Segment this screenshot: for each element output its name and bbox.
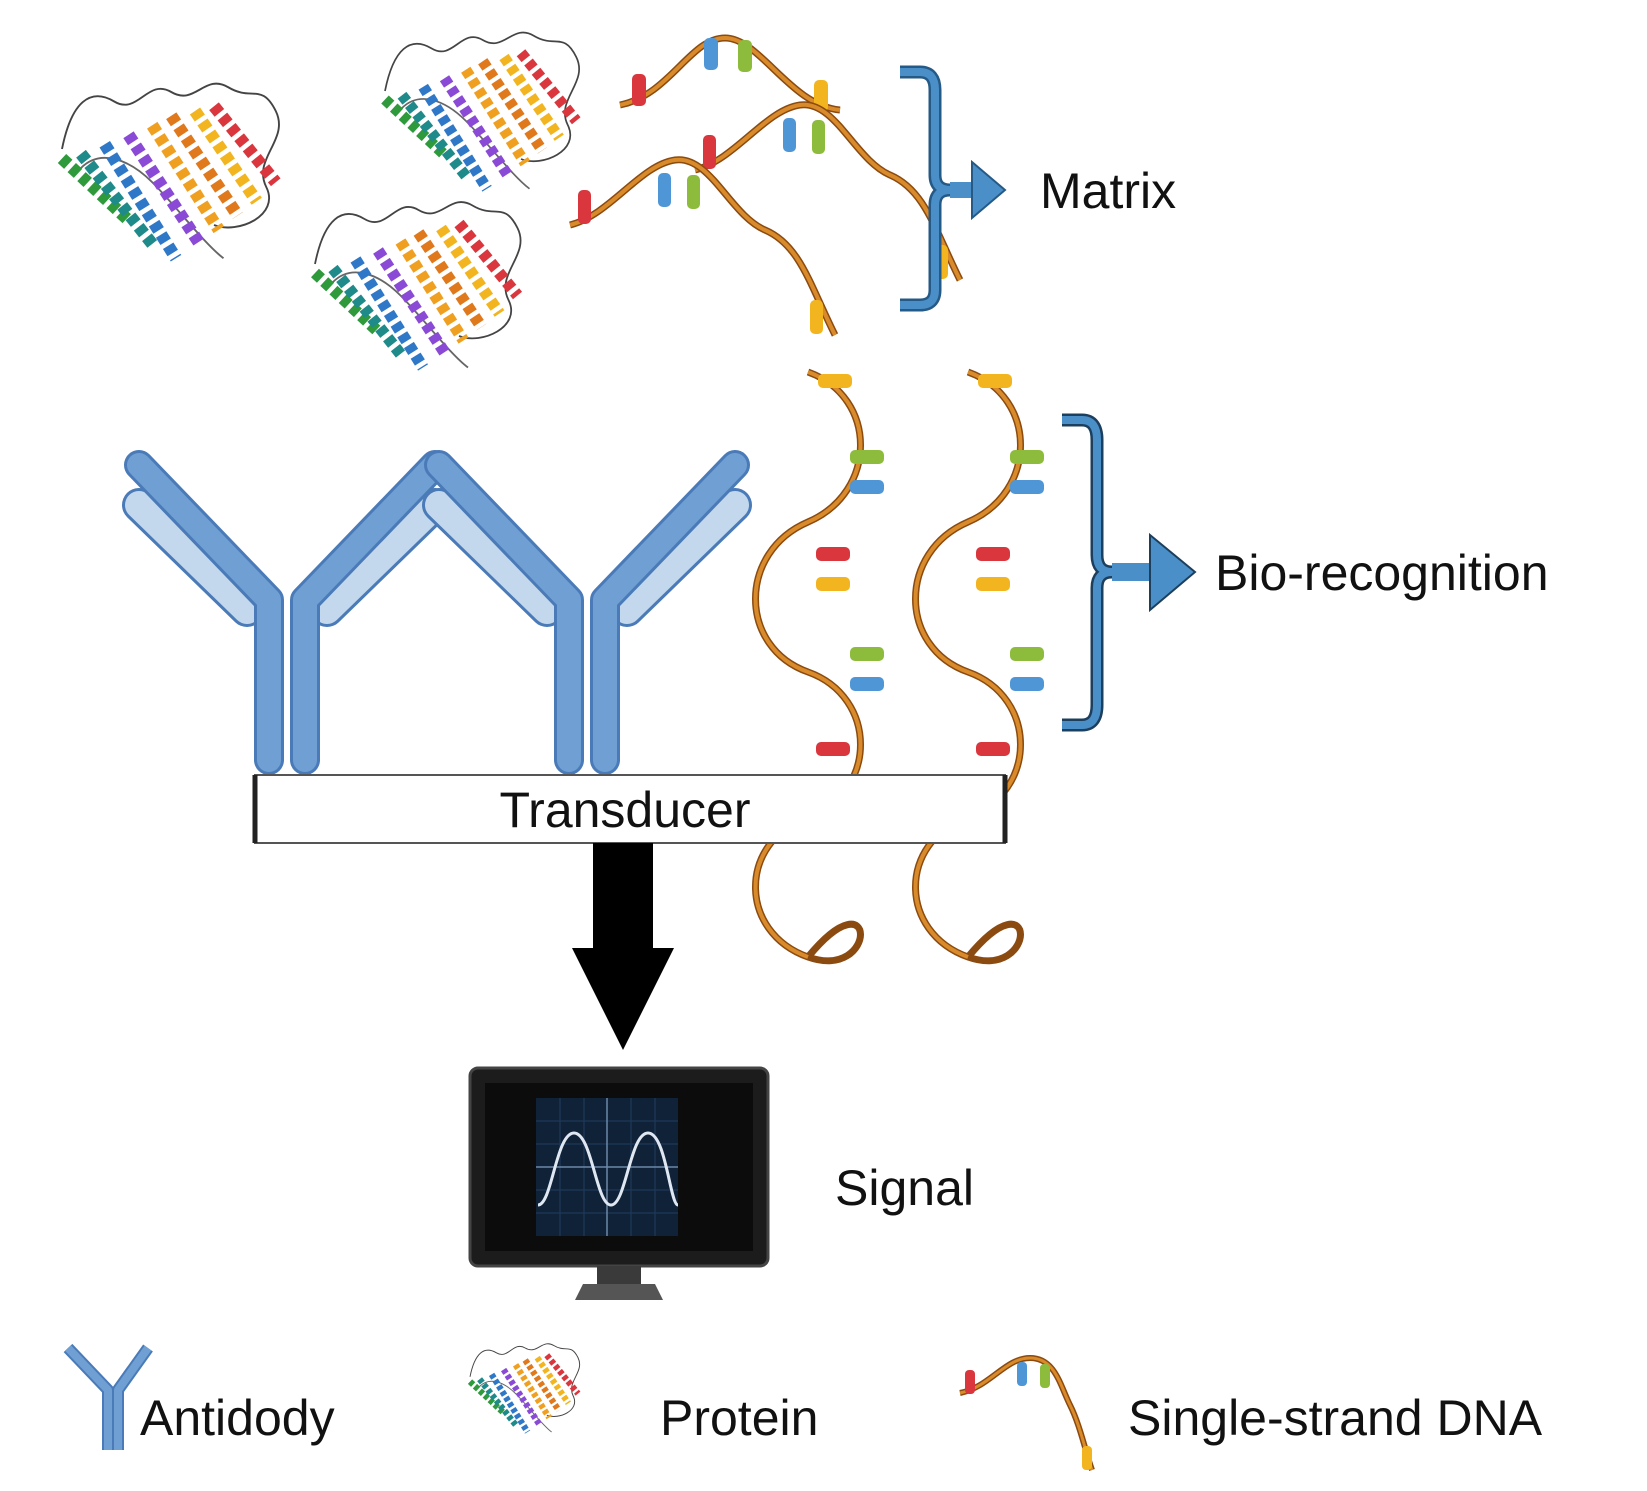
antibody-1 xyxy=(139,465,435,760)
antibody-2 xyxy=(439,465,735,760)
protein-2 xyxy=(385,32,579,188)
ssdna-floating-2 xyxy=(695,105,960,280)
ssdna-immobilized-2 xyxy=(916,372,1045,961)
matrix-label: Matrix xyxy=(1040,163,1176,219)
ssdna-floating-3 xyxy=(570,160,835,335)
legend: Antidody Protein Single-strand DNA xyxy=(63,1343,1543,1471)
legend-ssdna-icon xyxy=(959,1354,1095,1471)
matrix-bracket xyxy=(900,65,1007,312)
legend-protein-icon xyxy=(470,1344,580,1432)
monitor-icon xyxy=(468,1066,770,1300)
signal-label: Signal xyxy=(835,1160,974,1216)
legend-antibody-label: Antidody xyxy=(140,1390,335,1446)
signal-arrow xyxy=(572,843,674,1050)
biorecognition-label: Bio-recognition xyxy=(1215,545,1549,601)
transducer-bar xyxy=(252,774,1008,844)
ssdna-immobilized-1 xyxy=(756,372,885,961)
protein-3 xyxy=(315,202,521,367)
biorecognition-bracket xyxy=(1062,413,1197,732)
legend-protein-label: Protein xyxy=(660,1390,818,1446)
protein-1 xyxy=(62,84,279,259)
legend-ssdna-label: Single-strand DNA xyxy=(1128,1390,1543,1446)
transducer-label: Transducer xyxy=(499,782,750,838)
legend-antibody-icon xyxy=(63,1343,153,1450)
ssdna-floating-1 xyxy=(619,34,841,114)
